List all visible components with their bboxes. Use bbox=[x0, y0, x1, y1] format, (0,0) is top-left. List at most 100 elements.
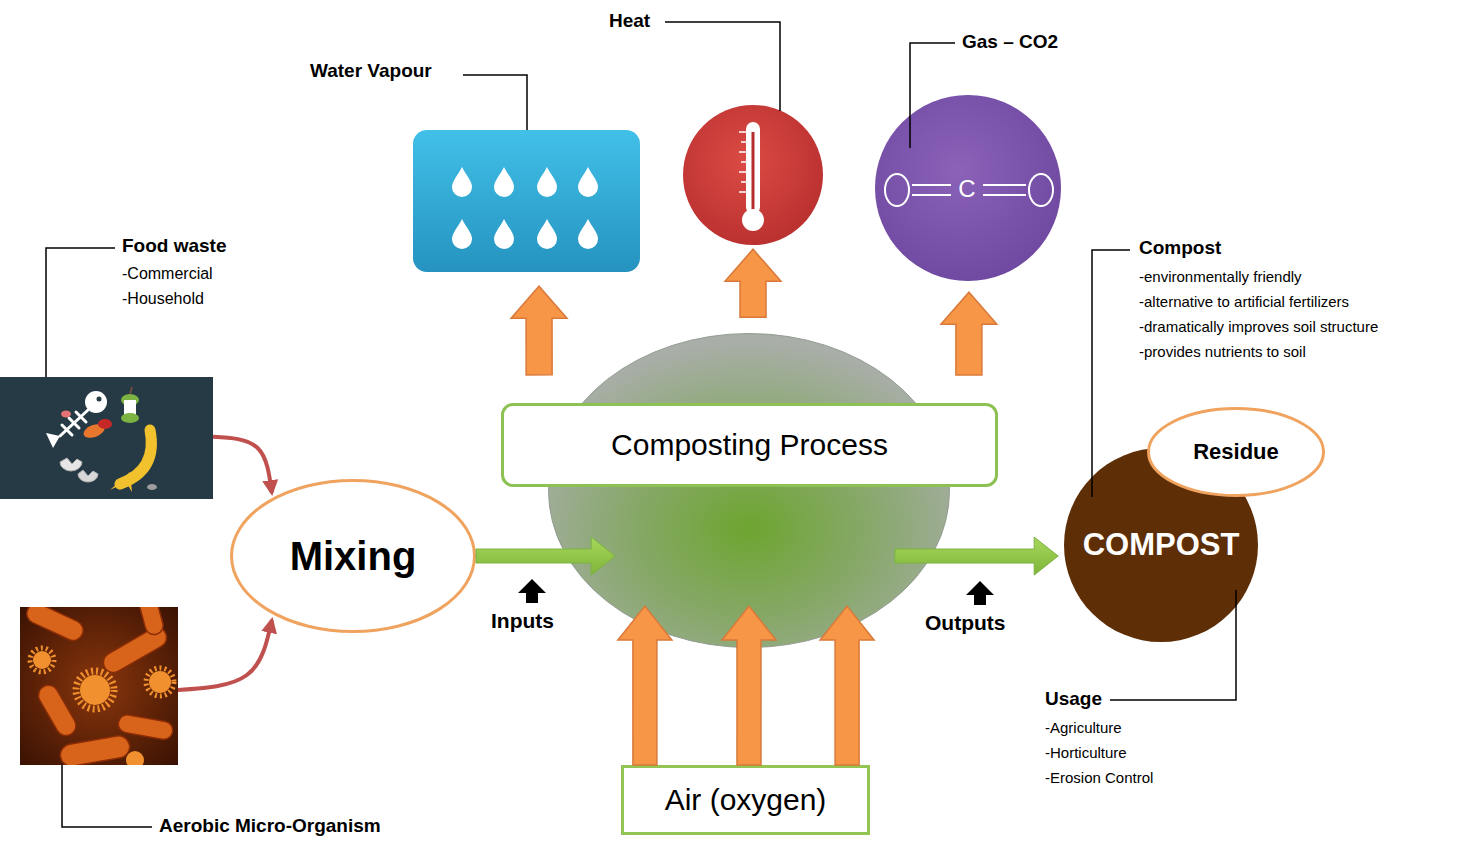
food-waste-image: Food waste-Commercial-Household bbox=[0, 377, 213, 499]
callout-heading: Heat bbox=[609, 10, 650, 32]
process-title-box: Composting Process bbox=[501, 403, 998, 487]
bacterium-rod bbox=[24, 607, 87, 644]
bacterium-rod bbox=[137, 607, 165, 637]
banana bbox=[120, 430, 151, 484]
bacterium-ball bbox=[126, 751, 144, 765]
flow-label: Outputs bbox=[925, 611, 1005, 635]
bacterium-rod bbox=[35, 682, 80, 740]
microorganism-image: Aerobic Micro-Organism bbox=[20, 607, 178, 765]
apple-core bbox=[124, 400, 136, 416]
microorganism-image-shape bbox=[20, 607, 178, 765]
leader-line bbox=[665, 22, 780, 111]
oxygen-atom bbox=[1029, 174, 1053, 206]
food-waste-icon bbox=[46, 387, 157, 492]
leader-line bbox=[46, 248, 115, 377]
leader-line bbox=[1110, 590, 1236, 700]
bacterium-ball bbox=[33, 651, 51, 669]
callout-item: -provides nutrients to soil bbox=[1139, 343, 1306, 360]
residue-ellipse: Residue bbox=[1147, 407, 1325, 497]
thermometer-column bbox=[752, 132, 755, 212]
output-arrow bbox=[511, 286, 567, 375]
callout-heading: Food waste bbox=[122, 235, 227, 257]
thermometer-ticks bbox=[739, 132, 746, 192]
air-arrow bbox=[820, 606, 874, 765]
apple-top bbox=[121, 394, 139, 406]
double-bond bbox=[912, 185, 1026, 195]
fish-head bbox=[85, 391, 107, 413]
process-label: Mixing bbox=[230, 479, 476, 633]
fish-spine bbox=[60, 410, 88, 436]
peel bbox=[61, 411, 71, 418]
drop bbox=[578, 219, 598, 249]
drop bbox=[537, 167, 557, 197]
callout-item: -Household bbox=[122, 290, 204, 308]
water-vapour-box-shape bbox=[413, 130, 640, 272]
flow-arrow bbox=[895, 537, 1058, 575]
fish-tail bbox=[46, 433, 60, 448]
apple-stem bbox=[130, 387, 132, 394]
composting-sphere: Composting Process bbox=[548, 333, 950, 648]
drop bbox=[494, 167, 514, 197]
leader-lines bbox=[46, 22, 1236, 827]
output-arrow bbox=[725, 249, 781, 317]
leader-line bbox=[62, 765, 152, 827]
egg-shell bbox=[78, 470, 98, 482]
callout-heading: Compost bbox=[1139, 237, 1221, 259]
node-outline bbox=[0, 377, 213, 499]
callout-item: -Horticulture bbox=[1045, 744, 1127, 761]
callout-heading: Usage bbox=[1045, 688, 1102, 710]
output-label: Residue bbox=[1147, 407, 1325, 497]
banana-peel bbox=[110, 472, 132, 492]
pointer-arrow bbox=[518, 579, 546, 603]
egg-shell bbox=[60, 458, 82, 471]
input-label: Air (oxygen) bbox=[621, 765, 870, 835]
gas-circle-shape bbox=[875, 95, 1061, 281]
heat-circle: Heat bbox=[683, 105, 823, 245]
bacterium-ball bbox=[149, 671, 171, 693]
pointer-arrow bbox=[966, 581, 994, 605]
leader-line bbox=[1092, 250, 1130, 497]
drop bbox=[537, 219, 557, 249]
drop bbox=[578, 167, 598, 197]
node-outline bbox=[548, 333, 950, 648]
callout-item: -alternative to artificial fertilizers bbox=[1139, 293, 1349, 310]
callout-item: -Agriculture bbox=[1045, 719, 1122, 736]
thermometer-bulb bbox=[742, 209, 764, 231]
air-arrow bbox=[722, 606, 776, 765]
input-curve-arrow bbox=[178, 620, 272, 690]
node-outline bbox=[875, 95, 1061, 281]
node-outline bbox=[683, 105, 823, 245]
image-background bbox=[20, 607, 178, 765]
bacterium-rod bbox=[117, 713, 174, 740]
water-vapour-box: Water Vapour bbox=[413, 130, 640, 272]
output-arrow bbox=[941, 292, 997, 375]
drop bbox=[452, 219, 472, 249]
input-curve-arrow bbox=[213, 437, 272, 493]
bacterium-spikes bbox=[76, 671, 114, 709]
apple-bottom bbox=[121, 413, 139, 423]
drop bbox=[452, 167, 472, 197]
water-drops bbox=[452, 167, 598, 249]
bacterium-rod bbox=[100, 624, 171, 676]
thermometer-symbol bbox=[739, 122, 764, 231]
callout-heading: Water Vapour bbox=[310, 60, 432, 82]
callout-heading: Gas – CO2 bbox=[962, 31, 1058, 53]
food-waste-image-shape bbox=[0, 377, 213, 499]
thermometer-tube bbox=[746, 122, 760, 214]
fish-eye bbox=[97, 397, 102, 402]
leader-line bbox=[463, 75, 527, 130]
mixing-ellipse: Mixing bbox=[230, 479, 476, 633]
oxygen-atom bbox=[885, 174, 909, 206]
callout-item: -Commercial bbox=[122, 265, 213, 283]
air-box: Air (oxygen) bbox=[621, 765, 870, 835]
node-outline bbox=[413, 130, 640, 272]
callout-item: -dramatically improves soil structure bbox=[1139, 318, 1378, 335]
gas-circle: Gas – CO2 bbox=[875, 95, 1061, 281]
bacterium-spikes bbox=[146, 668, 174, 696]
callout-item: -environmentally friendly bbox=[1139, 268, 1302, 285]
scrap bbox=[147, 484, 157, 490]
flow-arrow bbox=[476, 537, 615, 575]
bacterium-spikes bbox=[30, 648, 54, 672]
